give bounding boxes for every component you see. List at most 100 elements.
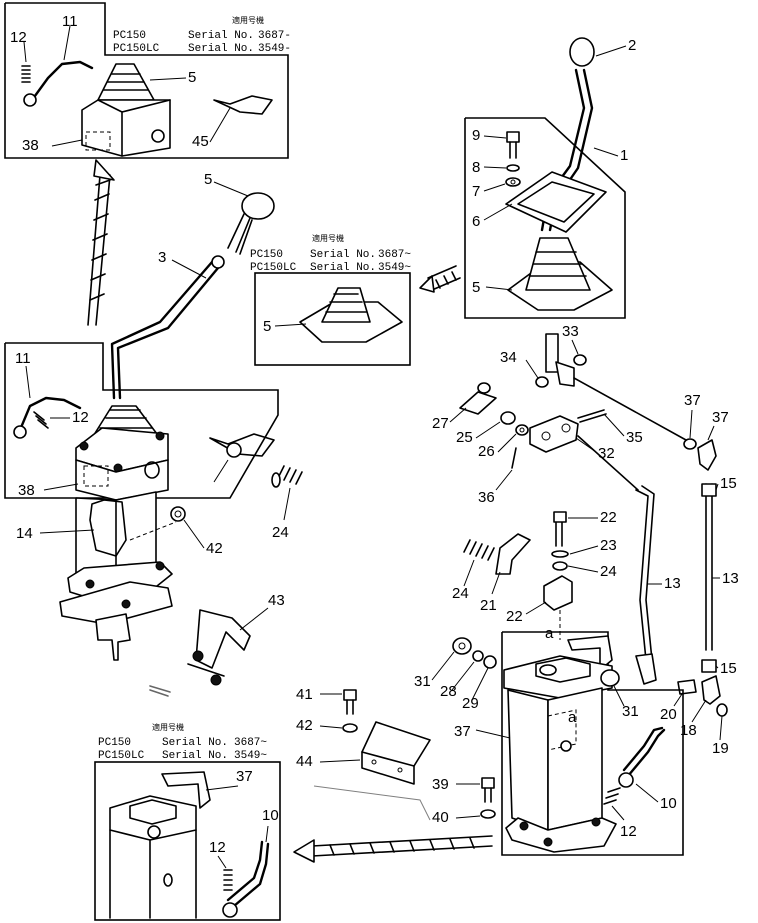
lever-11 (30, 60, 94, 102)
callout-27: 27 (432, 415, 449, 432)
console-body-right: a a 31 28 29 31 37 10 12 (414, 625, 684, 856)
plate-6 (505, 171, 607, 233)
callout-40: 40 (432, 809, 449, 826)
callout-13: 13 (722, 570, 739, 587)
model-pc150lc: PC150LC (113, 43, 160, 55)
callout-8: 8 (472, 159, 480, 176)
callout-36: 37 (684, 392, 701, 409)
callout-42: 44 (296, 753, 313, 770)
callout-28: 28 (440, 683, 457, 700)
callout-34: 36 (478, 489, 495, 506)
callout-21: 22 (600, 509, 617, 526)
callout-1: 1 (620, 147, 628, 164)
knob-2 (569, 37, 595, 67)
lever-11-left (18, 396, 82, 432)
inset-middle: 適用号機 PC150 Serial No. 3687~ PC150LC Seri… (250, 233, 411, 366)
console-box (81, 99, 171, 157)
callout-45: 45 (192, 133, 209, 150)
serial-label: Serial No. (310, 249, 376, 261)
lever-3 (116, 266, 220, 400)
callout-7: 9 (472, 127, 480, 144)
callout-37: 37 (236, 768, 253, 785)
ref-mark-a: a (545, 625, 554, 642)
callout-4: 5 (204, 171, 212, 188)
callout-37: 37 (454, 723, 471, 740)
callout-3: 3 (158, 249, 166, 266)
callout-44: 42 (296, 717, 313, 734)
callout-5: 5 (188, 69, 196, 86)
serial-header: 適用号機 (232, 15, 264, 25)
callout-16: 18 (680, 722, 697, 739)
serial-label: Serial No. (188, 30, 254, 42)
callout-39: 39 (432, 776, 449, 793)
callout-15: 15 (720, 475, 737, 492)
callout-15: 15 (720, 660, 737, 677)
callout-25: 25 (456, 429, 473, 446)
lever-10 (626, 728, 666, 778)
callout-38: 38 (22, 137, 39, 154)
callout-32: 34 (500, 349, 517, 366)
callout-2: 2 (628, 37, 636, 54)
callout-5: 5 (472, 279, 480, 296)
callout-12: 12 (620, 823, 637, 840)
callout-41: 42 (206, 540, 223, 557)
model-pc150: PC150 (250, 249, 283, 261)
serial-range: 3687- (258, 30, 291, 42)
inset-bottom-left: 適用号機 PC150 Serial No. 3687~ PC150LC Seri… (94, 722, 281, 921)
callout-26: 26 (478, 443, 495, 460)
spring-24-left: 24 (271, 465, 303, 541)
callout-24: 24 (452, 585, 469, 602)
block-20 (543, 575, 573, 611)
hatched-arrow-up (87, 159, 115, 326)
callout-18: 20 (660, 706, 677, 723)
serial-label: Serial No. (310, 262, 376, 274)
callout-43: 41 (296, 686, 313, 703)
callout-32: 33 (562, 323, 579, 340)
serial-table-middle: 適用号機 PC150 Serial No. 3687~ PC150LC Seri… (250, 233, 411, 274)
hatched-arrow-right (419, 265, 461, 293)
callout-24: 24 (272, 524, 289, 541)
lever-assembly-3: 5 3 (110, 171, 275, 400)
bracket-19 (495, 533, 531, 575)
console-body-left: 14 42 (16, 491, 223, 661)
callout-11: 11 (62, 13, 78, 30)
serial-range: 3549~ (234, 750, 267, 762)
callout-14: 14 (16, 525, 33, 542)
callout-33: 35 (626, 429, 643, 446)
serial-range: 3687~ (234, 737, 267, 749)
model-pc150lc: PC150LC (250, 262, 297, 274)
callout-10: 10 (262, 807, 279, 824)
serial-label: Serial No. (188, 43, 254, 55)
callout-17: 19 (712, 740, 729, 757)
callout-9: 7 (472, 183, 480, 200)
bracket-42-bottom: 41 42 44 (149, 685, 431, 821)
callout-6: 6 (472, 213, 480, 230)
serial-table-top-left: 適用号機 PC150 Serial No. 3687- PC150LC Seri… (113, 15, 291, 55)
callout-11: 11 (15, 350, 31, 367)
plate-27 (459, 391, 497, 415)
model-pc150lc: PC150LC (98, 750, 145, 762)
knob-4 (241, 192, 275, 220)
inset-top-left: 適用号機 PC150 Serial No. 3687- PC150LC Seri… (4, 2, 291, 159)
bracket-30 (529, 415, 579, 453)
serial-label: Serial No. (162, 750, 228, 762)
model-pc150: PC150 (113, 30, 146, 42)
callout-5: 5 (263, 318, 271, 335)
callout-35: 37 (712, 409, 729, 426)
callout-42: 43 (268, 592, 285, 609)
callout-38: 38 (18, 482, 35, 499)
callout-12: 12 (209, 839, 226, 856)
bracket-42-left: 43 (187, 592, 285, 686)
callout-12: 12 (10, 29, 27, 46)
callout-20: 22 (506, 608, 523, 625)
callout-31: 31 (622, 703, 639, 720)
inset-left-console: 11 12 38 (4, 342, 279, 501)
callout-22: 23 (600, 537, 617, 554)
ref-mark-a: a (568, 709, 577, 726)
callout-19: 21 (480, 597, 497, 614)
linkage-assembly: 33 34 27 25 26 32 35 36 37 37 15 15 (432, 323, 739, 757)
serial-header: 適用号機 (312, 233, 344, 243)
inset-right-lever: 2 1 9 8 7 6 5 (464, 37, 636, 319)
callout-29: 29 (462, 695, 479, 712)
lever-10-inset (232, 842, 270, 908)
